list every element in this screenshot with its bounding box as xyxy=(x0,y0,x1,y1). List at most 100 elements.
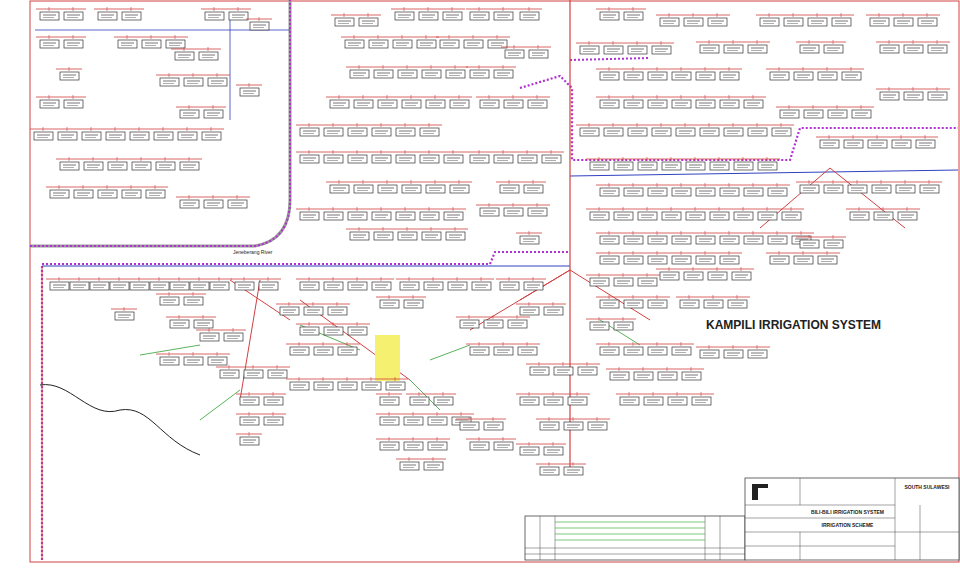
offtake xyxy=(67,127,68,131)
unreadable-text xyxy=(383,447,394,448)
unreadable-text xyxy=(901,217,912,218)
unreadable-text xyxy=(532,53,545,54)
offtake xyxy=(553,302,554,306)
unreadable-text xyxy=(603,305,614,306)
offtake xyxy=(657,342,658,346)
unreadable-text xyxy=(607,51,618,52)
unreadable-text xyxy=(338,21,351,22)
unreadable-text xyxy=(675,239,688,240)
unreadable-text xyxy=(153,285,166,286)
unreadable-text xyxy=(532,55,543,56)
unreadable-text xyxy=(307,310,320,311)
offtake xyxy=(709,345,710,349)
unreadable-text xyxy=(607,131,620,132)
area-box xyxy=(259,282,278,290)
offtake xyxy=(381,150,382,154)
offtake xyxy=(309,123,310,127)
unreadable-text xyxy=(425,235,438,236)
unreadable-text xyxy=(207,115,218,116)
unreadable-text xyxy=(699,241,710,242)
area-box xyxy=(624,236,643,244)
unreadable-text xyxy=(651,105,662,106)
offtake xyxy=(259,17,260,21)
area-box xyxy=(290,382,309,390)
unreadable-text xyxy=(845,77,856,78)
unreadable-text xyxy=(327,160,338,161)
area-box xyxy=(90,282,109,290)
unreadable-text xyxy=(427,285,440,286)
unreadable-text xyxy=(447,217,458,218)
unreadable-text xyxy=(111,167,122,168)
unreadable-text xyxy=(699,77,710,78)
offtake xyxy=(59,277,60,281)
unreadable-text xyxy=(293,352,304,353)
unreadable-text xyxy=(687,21,700,22)
offtake xyxy=(517,315,518,319)
offtake xyxy=(937,87,938,91)
unreadable-text xyxy=(473,15,486,16)
unreadable-text xyxy=(651,259,664,260)
offtake xyxy=(841,13,842,17)
unreadable-text xyxy=(523,452,534,453)
unreadable-text xyxy=(425,237,436,238)
offtake xyxy=(457,277,458,281)
area-box xyxy=(600,188,619,196)
area-box xyxy=(520,307,539,315)
unreadable-text xyxy=(713,167,724,168)
offtake xyxy=(503,7,504,11)
area-box xyxy=(600,72,619,80)
area-box xyxy=(300,155,319,163)
offtake xyxy=(429,150,430,154)
offtake xyxy=(833,180,834,184)
unreadable-text xyxy=(163,300,176,301)
offtake xyxy=(527,342,528,346)
canal-segment xyxy=(406,394,456,395)
area-box xyxy=(378,185,397,193)
offtake xyxy=(609,231,610,235)
unreadable-text xyxy=(655,51,666,52)
unreadable-text xyxy=(497,17,508,18)
unreadable-text xyxy=(227,338,238,339)
area-box xyxy=(240,88,259,96)
area-box xyxy=(744,236,763,244)
unreadable-text xyxy=(907,48,920,49)
offtake xyxy=(609,7,610,11)
offtake xyxy=(879,13,880,17)
area-box xyxy=(268,370,287,378)
unreadable-text xyxy=(267,422,278,423)
area-box xyxy=(732,272,751,280)
unreadable-text xyxy=(446,17,457,18)
unreadable-text xyxy=(383,303,396,304)
unreadable-text xyxy=(773,77,784,78)
unreadable-text xyxy=(365,387,376,388)
unreadable-text xyxy=(333,190,344,191)
area-box xyxy=(720,256,739,264)
offtake xyxy=(549,417,550,421)
offtake xyxy=(213,195,214,199)
offtake xyxy=(801,231,802,235)
offtake xyxy=(685,123,686,127)
area-box xyxy=(604,46,623,54)
area-box xyxy=(374,232,393,240)
area-box xyxy=(648,188,667,196)
unreadable-text xyxy=(699,239,712,240)
unreadable-text xyxy=(101,17,112,18)
boundary-line xyxy=(30,0,290,246)
unreadable-text xyxy=(483,103,496,104)
unreadable-text xyxy=(583,133,594,134)
canal-segment xyxy=(466,152,564,153)
offtake xyxy=(299,377,300,381)
unreadable-text xyxy=(125,17,136,18)
unreadable-text xyxy=(327,133,338,134)
offtake xyxy=(769,13,770,17)
area-box xyxy=(348,155,367,163)
area-box xyxy=(142,40,161,48)
canal-segment xyxy=(326,97,472,98)
unreadable-text xyxy=(511,323,524,324)
offtake xyxy=(609,295,610,299)
unreadable-text xyxy=(871,143,884,144)
unreadable-text xyxy=(641,217,652,218)
unreadable-text xyxy=(603,239,616,240)
unreadable-text xyxy=(747,241,758,242)
